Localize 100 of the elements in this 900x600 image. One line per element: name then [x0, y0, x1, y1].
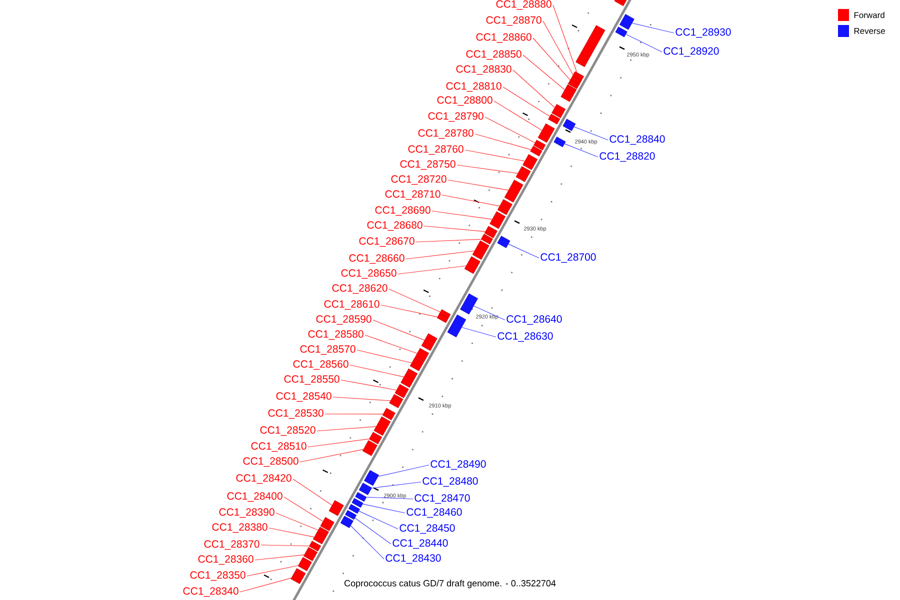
gene-label: CC1_28920: [664, 47, 719, 57]
gene-label: CC1_28820: [600, 152, 655, 162]
gene-block: [340, 516, 354, 528]
leader-line: [268, 528, 314, 538]
leader-line: [424, 226, 486, 232]
gene-block: [490, 211, 506, 229]
leader-line: [508, 244, 540, 258]
gene-label: CC1_28670: [359, 237, 414, 247]
leader-line: [502, 86, 550, 117]
leader-line: [432, 210, 492, 220]
leader-line: [564, 144, 598, 158]
leader-line: [494, 100, 542, 131]
gene-label: CC1_28640: [506, 315, 562, 325]
gene-block: [568, 79, 580, 89]
gene-label: CC1_28880: [496, 0, 552, 10]
gene-block: [410, 357, 424, 372]
leader-line: [366, 496, 414, 500]
gene-block: [516, 166, 531, 182]
gene-block: [352, 498, 364, 508]
gene-label: CC1_28560: [293, 360, 348, 370]
gene-block: [364, 470, 379, 486]
gene-block: [480, 234, 493, 244]
gene-block: [290, 568, 306, 584]
gene-label: CC1_28530: [268, 409, 324, 419]
leader-line: [316, 426, 376, 432]
leader-line: [378, 464, 430, 477]
leader-line: [416, 239, 482, 242]
leader-line: [372, 482, 422, 488]
gene-block: [421, 333, 438, 351]
leader-line: [398, 266, 466, 274]
gene-block: [308, 540, 322, 552]
legend-label: Reverse: [854, 28, 885, 34]
leader-line: [364, 334, 418, 354]
gene-label: CC1_28760: [408, 145, 464, 155]
leader-line: [522, 54, 565, 90]
leader-line: [276, 512, 318, 530]
leader-line: [474, 134, 532, 150]
gene-label: CC1_28350: [190, 571, 246, 581]
gene-block: [348, 504, 360, 514]
gene-block: [355, 492, 367, 502]
gene-block: [522, 154, 538, 170]
gene-label: CC1_28360: [198, 555, 254, 565]
leader-line: [350, 525, 384, 560]
gene-block: [362, 440, 378, 456]
leader-line: [626, 34, 662, 52]
gene-label: CC1_28830: [456, 65, 512, 75]
gene-label: CC1_28580: [308, 330, 364, 340]
gene-label: CC1_28390: [219, 508, 274, 518]
gene-label: CC1_28790: [428, 112, 484, 122]
gene-label: CC1_28590: [316, 315, 372, 325]
leader-line: [332, 396, 391, 402]
gene-block: [415, 348, 429, 362]
gene-label: CC1_28700: [540, 253, 596, 263]
leader-line: [350, 364, 404, 378]
gene-label: CC1_28650: [341, 269, 396, 279]
gene-block: [554, 136, 566, 148]
leader-line: [542, 20, 574, 76]
leader-line: [552, 4, 578, 73]
leader-line: [632, 22, 674, 34]
leader-line: [512, 70, 555, 108]
leader-line: [462, 327, 496, 338]
gene-block: [298, 557, 312, 572]
leader-line: [448, 180, 509, 190]
leader-line: [354, 518, 392, 544]
gene-label: CC1_28810: [446, 82, 502, 92]
leader-line: [464, 150, 525, 162]
legend-label: Forward: [854, 12, 884, 18]
leader-line: [292, 478, 332, 506]
leader-line: [240, 578, 292, 592]
gene-label: CC1_28340: [183, 587, 238, 597]
gene-block: [447, 314, 466, 338]
gene-label: CC1_28660: [349, 254, 404, 264]
leader-line: [484, 116, 536, 144]
gene-block: [312, 532, 326, 544]
gene-label: CC1_28540: [276, 392, 332, 402]
gene-label: CC1_28490: [430, 460, 486, 470]
gene-label: CC1_28620: [332, 284, 388, 294]
leader-line: [308, 438, 370, 448]
gene-block: [615, 26, 628, 38]
gene-label: CC1_28370: [204, 540, 260, 550]
gene-label: CC1_28750: [400, 160, 456, 170]
gene-block: [328, 500, 344, 516]
gene-label: CC1_28400: [227, 492, 282, 502]
leader-line: [358, 510, 398, 530]
gene-label: CC1_28840: [610, 135, 665, 145]
leader-line: [574, 126, 608, 140]
gene-block: [504, 180, 524, 202]
gene-label: CC1_28520: [260, 426, 316, 436]
leader-line: [388, 288, 440, 312]
gene-block: [304, 547, 318, 562]
gene-block: [345, 510, 357, 520]
gene-label: CC1_28450: [400, 524, 455, 534]
gene-block: [382, 408, 396, 420]
caption: Coprococcus catus GD/7 draft genome. - 0..3522704: [344, 580, 556, 588]
gene-block: [460, 293, 478, 314]
gene-block: [400, 368, 418, 388]
leader-line: [362, 504, 406, 514]
gene-label: CC1_28430: [386, 554, 441, 564]
leader-line: [246, 565, 298, 576]
gene-block: [497, 199, 512, 215]
